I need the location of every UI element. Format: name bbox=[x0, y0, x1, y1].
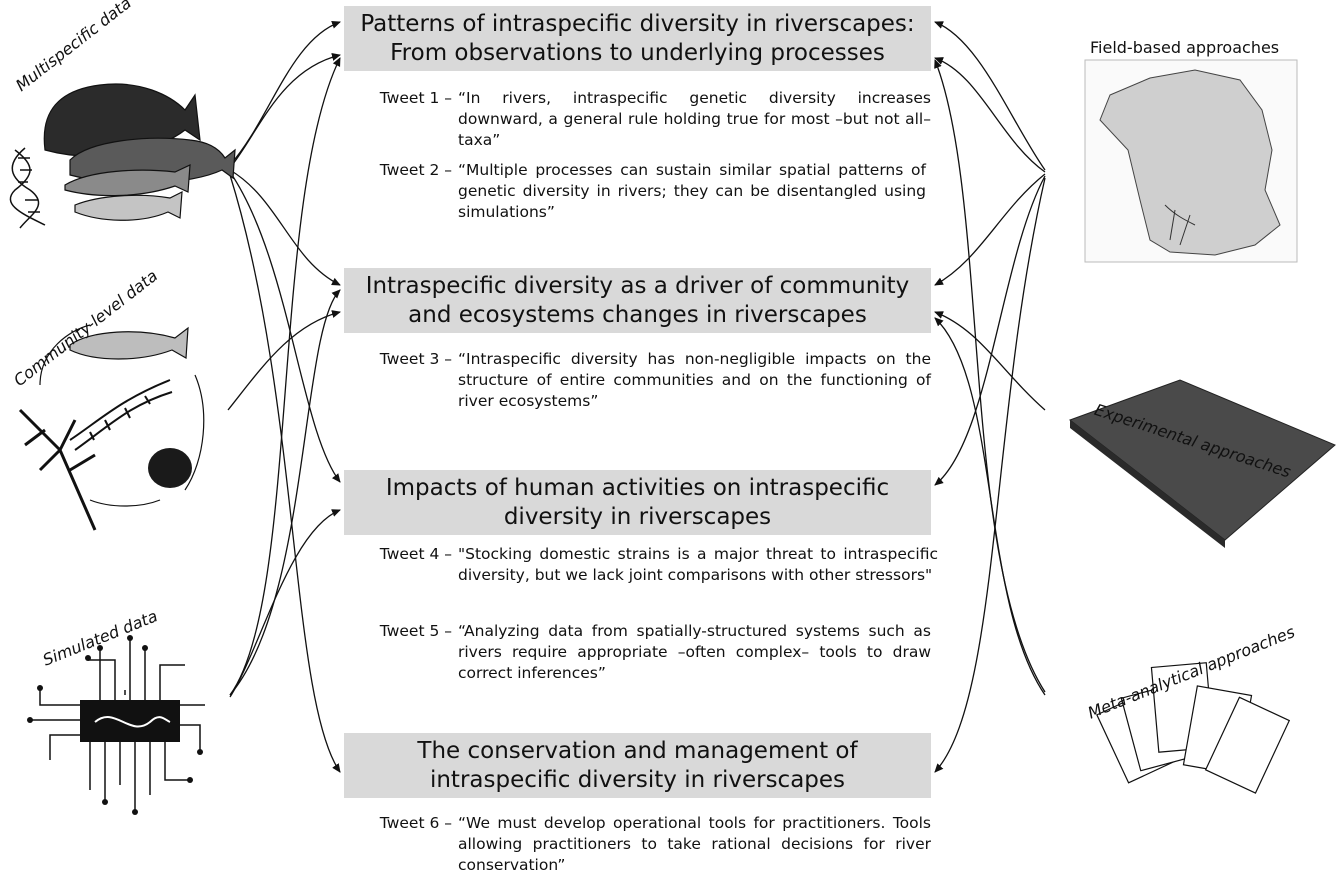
arrow-field-to-s2 bbox=[934, 173, 1046, 286]
community-cycle-icon bbox=[18, 324, 205, 531]
arrow-multi-to-s1b bbox=[229, 53, 341, 169]
arrow-exp-to-s2 bbox=[934, 311, 1046, 411]
arrow-comm-to-s2 bbox=[227, 310, 341, 411]
section-human-impacts: Impacts of human activities on intraspec… bbox=[344, 470, 931, 535]
left-arrows bbox=[227, 20, 341, 773]
section-title-line: Intraspecific diversity as a driver of c… bbox=[365, 273, 910, 299]
mesocosm-grid-icon bbox=[1068, 379, 1336, 548]
tweet-label: Tweet 4 – bbox=[379, 545, 452, 563]
tweet-text: “Intraspecific diversity has non-negligi… bbox=[458, 350, 931, 410]
label-field-approaches: Field-based approaches bbox=[1090, 38, 1280, 57]
tweet-text: “Analyzing data from spatially-structure… bbox=[458, 622, 931, 682]
section-title-line: diversity in riverscapes bbox=[503, 504, 772, 530]
tweet-1: Tweet 1 – “In rivers, intraspecific gene… bbox=[366, 88, 931, 151]
section-community-driver: Intraspecific diversity as a driver of c… bbox=[344, 268, 931, 333]
section-conservation: The conservation and management of intra… bbox=[344, 733, 931, 798]
invertebrate-icon bbox=[148, 448, 192, 488]
arrow-meta-to-s1 bbox=[934, 59, 1046, 693]
chip-icon bbox=[27, 635, 205, 815]
section-patterns: Patterns of intraspecific diversity in r… bbox=[344, 6, 931, 71]
section-title-line: Patterns of intraspecific diversity in r… bbox=[360, 11, 915, 37]
france-map-icon bbox=[1084, 59, 1298, 263]
arrow-field-to-s1b bbox=[934, 57, 1046, 173]
arrow-multi-to-s2 bbox=[229, 169, 341, 286]
arrow-sim-to-s2 bbox=[229, 289, 341, 696]
arrow-field-to-s3 bbox=[934, 175, 1046, 486]
fish-icon bbox=[69, 326, 189, 360]
tweet-label: Tweet 2 – bbox=[379, 161, 452, 179]
arrow-field-to-s1 bbox=[934, 21, 1046, 171]
tweet-4: Tweet 4 – "Stocking domestic strains is … bbox=[366, 544, 938, 586]
tweet-3: Tweet 3 – “Intraspecific diversity has n… bbox=[366, 349, 931, 412]
dna-helix-icon bbox=[69, 379, 173, 451]
section-title-line: and ecosystems changes in riverscapes bbox=[408, 302, 867, 328]
arrow-multi-to-s3 bbox=[229, 171, 341, 483]
tweet-6: Tweet 6 – “We must develop operational t… bbox=[366, 813, 931, 876]
section-title-line: From observations to underlying processe… bbox=[390, 40, 885, 66]
tweet-5: Tweet 5 – “Analyzing data from spatially… bbox=[366, 621, 931, 684]
fish-stack-icon bbox=[43, 83, 236, 221]
tweet-text: “We must develop operational tools for p… bbox=[458, 814, 931, 874]
tweet-label: Tweet 1 – bbox=[379, 89, 452, 107]
arrow-sim-to-s3 bbox=[229, 509, 341, 698]
tweet-label: Tweet 5 – bbox=[379, 622, 452, 640]
right-arrows bbox=[934, 21, 1046, 773]
papers-stack-icon bbox=[1096, 662, 1291, 794]
tweet-text: “Multiple processes can sustain similar … bbox=[458, 161, 926, 221]
arrow-meta-to-s2 bbox=[934, 317, 1046, 696]
section-title-line: Impacts of human activities on intraspec… bbox=[385, 475, 890, 501]
arrow-multi-to-s4 bbox=[229, 174, 341, 773]
tweet-label: Tweet 3 – bbox=[379, 350, 452, 368]
section-title-line: intraspecific diversity in riverscapes bbox=[429, 767, 846, 793]
dna-icon bbox=[9, 147, 46, 229]
tweet-text: “In rivers, intraspecific genetic divers… bbox=[458, 89, 931, 149]
tweet-2: Tweet 2 – “Multiple processes can sustai… bbox=[366, 160, 926, 223]
arrow-field-to-s4 bbox=[934, 177, 1046, 773]
plant-icon bbox=[18, 408, 97, 531]
tweet-text: "Stocking domestic strains is a major th… bbox=[458, 545, 938, 584]
tweet-label: Tweet 6 – bbox=[379, 814, 452, 832]
arrow-sim-to-s1 bbox=[229, 57, 341, 696]
arrow-multi-to-s1 bbox=[229, 20, 341, 166]
section-title-line: The conservation and management of bbox=[417, 738, 858, 764]
